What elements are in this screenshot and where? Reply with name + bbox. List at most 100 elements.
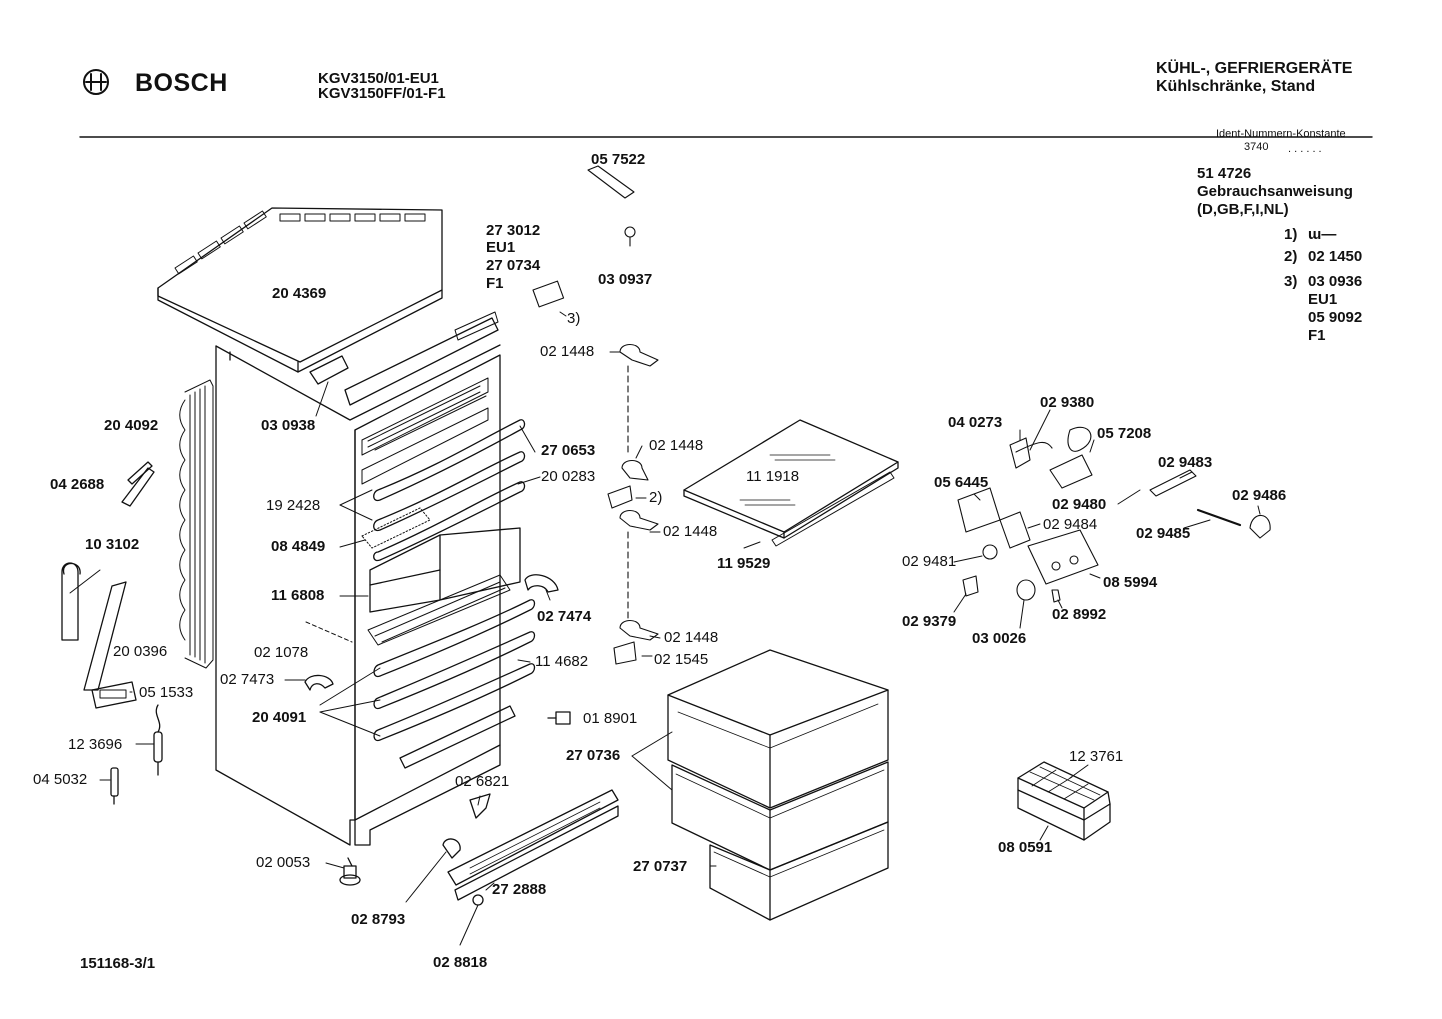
category-line-1: KÜHL-, GEFRIERGERÄTE — [1156, 60, 1353, 77]
part-label: 02 1545 — [654, 651, 709, 668]
part-label: 05 1533 — [139, 684, 194, 701]
part-label: 27 0737 — [633, 858, 688, 875]
note-3-variant-3: F1 — [1308, 327, 1326, 344]
part-label: 12 3696 — [68, 736, 123, 753]
note-2-mark: 2) — [1284, 248, 1298, 265]
part-label: 08 4849 — [271, 538, 326, 555]
part-label: 03 0938 — [261, 417, 316, 434]
part-label: 04 5032 — [33, 771, 88, 788]
part-label: 27 0653 — [541, 442, 596, 459]
control-parts — [958, 427, 1270, 602]
part-label: 3) — [567, 310, 581, 327]
base-05-1533 — [92, 682, 136, 708]
brand-name: BOSCH — [135, 69, 228, 97]
tube-10-3102 — [62, 563, 80, 640]
part-label: 08 0591 — [998, 839, 1053, 856]
note-3-variant-1: EU1 — [1308, 291, 1338, 308]
note-3-variant-2: 05 9092 — [1308, 309, 1363, 326]
hinge-assembly — [533, 166, 658, 664]
crisper-drawers — [668, 650, 888, 920]
part-label: 02 6821 — [455, 773, 510, 790]
note-1-text: ɯ— — [1308, 226, 1337, 243]
part-label: 11 1918 — [746, 468, 800, 485]
cap-02-8793 — [443, 839, 460, 858]
part-label: 27 0736 — [566, 747, 621, 764]
part-label: 20 4369 — [272, 285, 327, 302]
model-number-2: KGV3150FF/01-F1 — [318, 85, 446, 102]
note-3-text: 03 0936 — [1308, 273, 1363, 290]
manual-title: Gebrauchsanweisung — [1197, 183, 1353, 200]
part-label: 04 2688 — [50, 476, 105, 493]
part-label: 02 7473 — [220, 671, 275, 688]
part-label: 02 9486 — [1232, 487, 1287, 504]
bosch-logo-icon — [84, 70, 108, 94]
part-label: 12 3761 — [1069, 748, 1124, 765]
part-label: 02 9481 — [902, 553, 957, 570]
part-label: F1 — [486, 275, 504, 292]
part-label: 02 9480 — [1052, 496, 1107, 513]
part-label: 02 9484 — [1043, 516, 1098, 533]
part-label: 08 5994 — [1103, 574, 1158, 591]
part-label: 02 8992 — [1052, 606, 1107, 623]
part-label: 02 9379 — [902, 613, 957, 630]
note-1-mark: 1) — [1284, 226, 1298, 243]
manual-languages: (D,GB,F,I,NL) — [1197, 201, 1289, 218]
sensor-12-3696 — [154, 705, 162, 775]
plug-02-8818 — [473, 895, 483, 905]
clip-02-6821 — [470, 794, 490, 818]
part-label: EU1 — [486, 239, 516, 256]
ident-title: Ident-Nummern-Konstante — [1216, 128, 1346, 140]
part-label: 02 9380 — [1040, 394, 1095, 411]
drawing-number: 151168-3/1 — [80, 955, 156, 972]
part-label: 27 0734 — [486, 257, 541, 274]
part-label: 20 4092 — [104, 417, 159, 434]
part-label: 11 4682 — [535, 653, 589, 670]
part-label: 27 3012 — [486, 222, 541, 239]
part-label: 11 9529 — [717, 555, 771, 572]
foot-02-0053 — [340, 858, 360, 885]
fuse-04-5032 — [111, 768, 118, 804]
part-label: 05 7208 — [1097, 425, 1152, 442]
ident-value: 3740 — [1244, 141, 1269, 153]
leader-lines — [70, 312, 1260, 945]
top-cover-20-4369 — [158, 208, 442, 372]
clip-02-7473 — [305, 675, 333, 690]
manual-number: 51 4726 — [1197, 165, 1252, 182]
part-label: 02 8818 — [433, 954, 488, 971]
part-label: 2) — [649, 489, 663, 506]
clip-02-7474 — [525, 575, 558, 592]
part-label: 10 3102 — [85, 536, 140, 553]
note-2-text: 02 1450 — [1308, 248, 1363, 265]
bracket-04-2688 — [122, 462, 154, 506]
ice-tray — [1018, 762, 1110, 840]
part-label: 02 1448 — [663, 523, 718, 540]
cabinet-body — [216, 312, 535, 845]
glass-shelf-11-1918 — [684, 420, 898, 546]
part-label: 02 1448 — [540, 343, 595, 360]
category-line-2: Kühlschränke, Stand — [1156, 78, 1316, 95]
part-label: 02 1078 — [254, 644, 309, 661]
part-label: 20 0396 — [113, 643, 168, 660]
part-label: 02 7474 — [537, 608, 592, 625]
part-label: 27 2888 — [492, 881, 547, 898]
condenser-coil-20-4092 — [180, 380, 213, 668]
part-label: 02 9483 — [1158, 454, 1213, 471]
part-label: 20 4091 — [252, 709, 307, 726]
part-label: 02 0053 — [256, 854, 311, 871]
part-label: 03 0937 — [598, 271, 653, 288]
part-label: 02 8793 — [351, 911, 406, 928]
handle-strip-20-0396 — [84, 582, 126, 690]
part-label: 19 2428 — [266, 497, 321, 514]
part-label: 20 0283 — [541, 468, 596, 485]
part-label: 03 0026 — [972, 630, 1027, 647]
part-label: 02 9485 — [1136, 525, 1191, 542]
part-label: 11 6808 — [271, 587, 325, 604]
note-3-mark: 3) — [1284, 273, 1298, 290]
screw-01-8901 — [548, 712, 570, 724]
part-label: 04 0273 — [948, 414, 1003, 431]
part-label: 02 1448 — [649, 437, 704, 454]
part-label: 05 7522 — [591, 151, 646, 168]
part-label: 01 8901 — [583, 710, 638, 727]
